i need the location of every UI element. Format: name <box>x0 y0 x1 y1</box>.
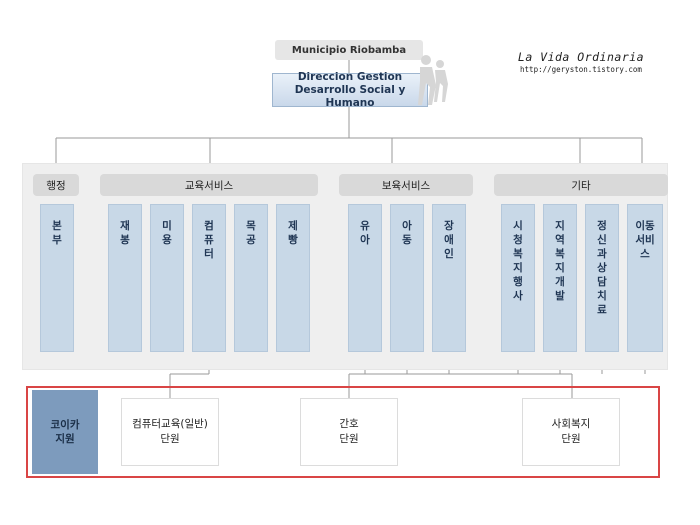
service-sewing: 재봉 <box>108 204 142 352</box>
service-city-welfare-events: 시청 복지 행사 <box>501 204 535 352</box>
unit-title: 사회복지 <box>551 418 591 430</box>
service-computer: 컴퓨터 <box>192 204 226 352</box>
koica-support-section <box>26 386 660 478</box>
service-disabled: 장애인 <box>432 204 466 352</box>
koica-line-2: 지원 <box>55 433 75 445</box>
municipality-box: Municipio Riobamba <box>275 40 423 60</box>
service-mobile: 이동 서비스 <box>627 204 663 352</box>
unit-nursing: 간호 단원 <box>300 398 398 466</box>
service-infants: 유아 <box>348 204 382 352</box>
service-carpentry: 목공 <box>234 204 268 352</box>
category-administration: 행정 <box>33 174 79 196</box>
brand-watermark: La Vida Ordinaria http://geryston.tistor… <box>516 50 646 74</box>
service-headquarters: 본부 <box>40 204 74 352</box>
unit-title: 컴퓨터교육(일반) <box>132 418 208 430</box>
walking-figures-icon <box>418 55 448 105</box>
brand-title: La Vida Ordinaria <box>517 50 645 64</box>
category-childcare-services: 보육서비스 <box>339 174 473 196</box>
service-bakery: 제빵 <box>276 204 310 352</box>
unit-title: 간호 <box>339 418 359 430</box>
direction-box: Direccion Gestion Desarrollo Social y Hu… <box>272 70 428 109</box>
category-education-services: 교육서비스 <box>100 174 318 196</box>
unit-computer-education: 컴퓨터교육(일반) 단원 <box>121 398 219 466</box>
brand-url: http://geryston.tistory.com <box>520 65 642 74</box>
unit-social-welfare: 사회복지 단원 <box>522 398 620 466</box>
koica-label: 코이카 지원 <box>32 390 98 474</box>
service-beauty: 미용 <box>150 204 184 352</box>
service-community-welfare: 지역복지 개발 <box>543 204 577 352</box>
unit-subtitle: 단원 <box>160 433 180 445</box>
service-children: 아동 <box>390 204 424 352</box>
unit-subtitle: 단원 <box>561 433 581 445</box>
koica-line-1: 코이카 <box>50 419 80 431</box>
category-other: 기타 <box>494 174 668 196</box>
direction-line-2: Desarrollo Social y Humano <box>294 83 406 109</box>
service-psychiatric-counseling: 정신과 상담 치료 <box>585 204 619 352</box>
unit-subtitle: 단원 <box>339 433 359 445</box>
direction-line-1: Direccion Gestion <box>297 70 403 83</box>
